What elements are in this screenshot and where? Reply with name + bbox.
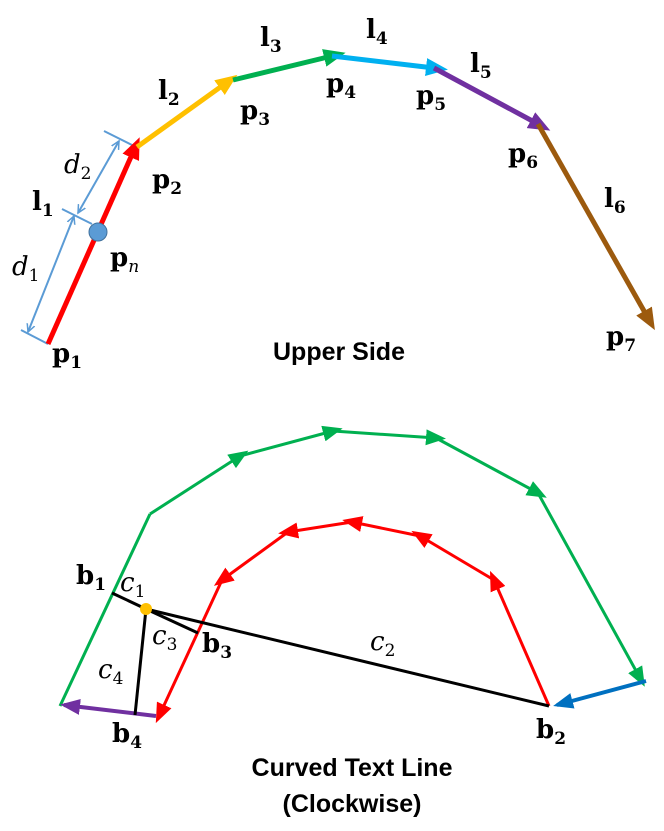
outer-edge: [536, 492, 645, 687]
segment-l5: [432, 65, 551, 131]
inner-edge: [278, 520, 353, 539]
label-d2: d2: [64, 150, 91, 184]
inner-edge: [411, 530, 495, 582]
label-p5: p5: [416, 81, 446, 115]
inner-edge: [342, 516, 421, 538]
upper-side-diagram: p1 p2 p3 p4 p5 p6 p7 pn l1 l2 l3 l4 l5 l…: [12, 15, 655, 373]
left-side-edge: [60, 698, 157, 718]
upper-side-caption: Upper Side: [273, 338, 405, 366]
segment-l6: [535, 122, 655, 331]
label-b1: b1: [76, 561, 106, 595]
label-b2: b2: [536, 715, 566, 749]
label-p1: p1: [52, 339, 82, 373]
label-l1: l1: [32, 187, 54, 221]
dimension-tick-p1: [20, 329, 49, 345]
label-pn: pn: [110, 243, 139, 277]
label-p6: p6: [508, 139, 538, 173]
inner-edge: [489, 570, 551, 707]
chord-c3: [145, 607, 199, 635]
point-pn-marker: [88, 222, 108, 242]
curved-text-line-diagram: b1 b2 b3 b4 c1 c2 c3 c4 Curved Text Line…: [58, 425, 647, 818]
distance-dimensions: [20, 130, 137, 345]
center-point-marker: [140, 603, 152, 615]
label-c2: c2: [370, 627, 395, 661]
label-b3: b3: [202, 629, 232, 663]
inner-edge: [213, 530, 289, 586]
upper-segments: [45, 49, 655, 346]
chords: [111, 591, 550, 716]
dimension-arrow-d1: [28, 216, 74, 332]
dimension-arrow-d2: [77, 141, 120, 213]
dimension-tick-pn: [61, 208, 93, 225]
label-l6: l6: [604, 184, 626, 218]
curved-line-caption: Curved Text Line: [252, 754, 453, 782]
inner-boundary: [155, 516, 551, 724]
outer-edge: [435, 436, 547, 498]
corner-labels: b1 b2 b3 b4: [76, 561, 566, 753]
inner-edge: [155, 579, 224, 724]
point-labels: p1 p2 p3 p4 p5 p6 p7 pn: [52, 69, 636, 373]
segment-labels: l1 l2 l3 l4 l5 l6: [32, 15, 626, 221]
label-c3: c3: [152, 621, 177, 655]
label-c4: c4: [98, 655, 123, 689]
label-p3: p3: [240, 96, 270, 130]
label-d1: d1: [12, 252, 39, 286]
distance-labels: d1 d2: [12, 150, 91, 286]
chord-labels: c1 c2 c3 c4: [98, 568, 395, 689]
label-p7: p7: [606, 322, 636, 356]
segment-l2: [135, 74, 238, 150]
chord-c4: [133, 608, 148, 716]
curved-line-caption-direction: (Clockwise): [283, 790, 422, 818]
segment-l1: [45, 137, 140, 346]
outer-edge: [149, 450, 249, 516]
outer-edge: [58, 513, 152, 707]
outer-edge: [332, 429, 446, 446]
label-c1: c1: [120, 568, 145, 602]
outer-boundary: [58, 425, 645, 707]
chord-c2: [145, 607, 550, 708]
right-side-edge: [553, 679, 647, 709]
label-p2: p2: [152, 165, 182, 199]
segment-l4: [331, 53, 448, 77]
chord-c1: [111, 591, 147, 611]
outer-edge: [239, 425, 343, 458]
label-p4: p4: [326, 69, 356, 103]
label-l3: l3: [260, 23, 282, 57]
segment-l3: [232, 49, 346, 83]
label-b4: b4: [112, 719, 142, 753]
label-l2: l2: [158, 76, 180, 110]
label-l5: l5: [470, 49, 492, 83]
dimension-tick-p2: [103, 130, 137, 148]
label-l4: l4: [366, 15, 388, 49]
